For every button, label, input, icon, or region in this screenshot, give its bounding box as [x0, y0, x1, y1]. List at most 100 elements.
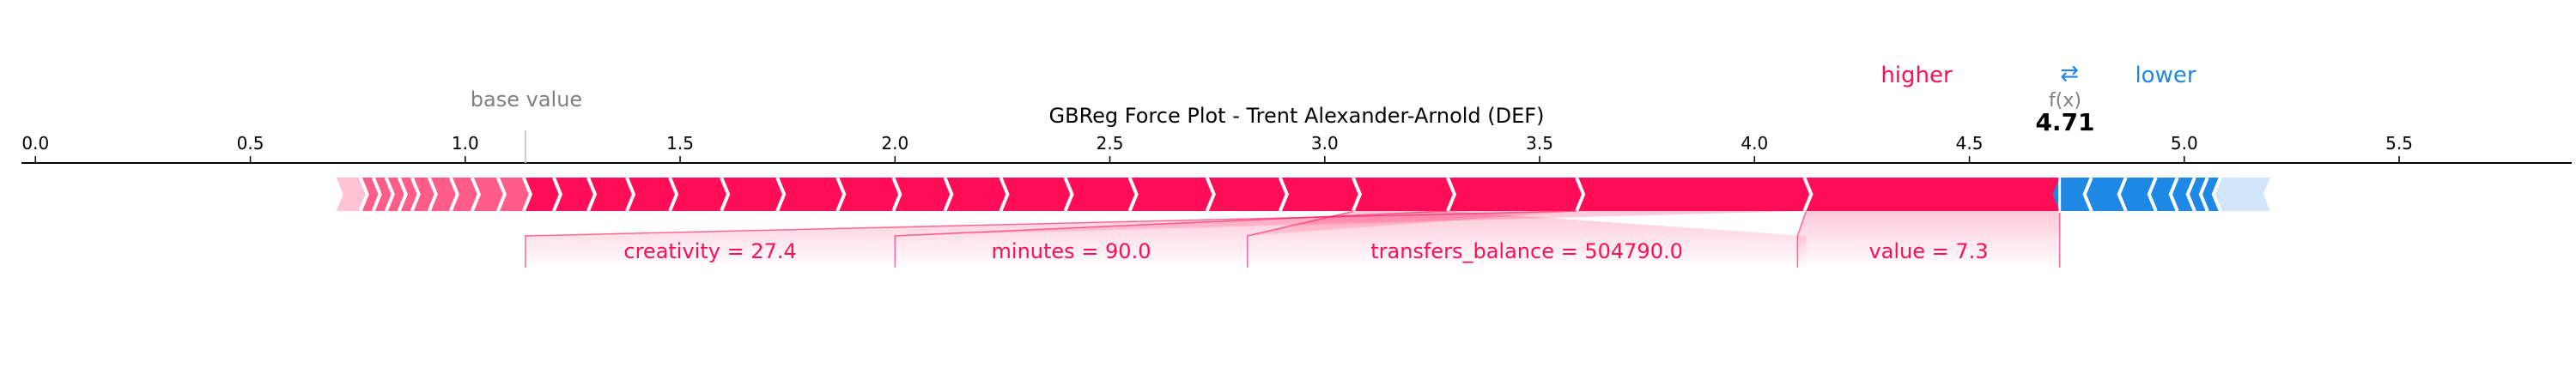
feature-connector [894, 210, 1449, 268]
positive-segment [473, 178, 507, 211]
segment-divider [448, 177, 459, 212]
x-tick-label: 3.0 [1311, 133, 1339, 154]
segment-divider [2117, 177, 2128, 212]
feature-label: transfers_balance = 504790.0 [1370, 239, 1683, 263]
negative-segment [2211, 178, 2270, 211]
segment-divider [1127, 177, 1139, 212]
positive-segment [555, 178, 597, 211]
negative-segment [2147, 178, 2176, 211]
negative-segment [2117, 178, 2154, 211]
negative-segment [2052, 178, 2090, 211]
x-tick-label: 0.5 [237, 133, 264, 154]
force-bar [336, 176, 2270, 213]
segment-divider [1278, 177, 1289, 212]
feature-fades [525, 210, 2061, 268]
positive-segment [1578, 178, 1814, 211]
positive-segment [1131, 178, 1216, 211]
segment-divider [495, 177, 507, 212]
segment-divider [1575, 177, 1586, 212]
positive-segment [1208, 178, 1289, 211]
x-axis: 0.0 0.5 1.0 1.5 2.0 2.5 3.0 3.5 4.0 4.5 5.0 5.5 [21, 130, 2572, 164]
segment-divider [397, 177, 408, 212]
positive-segment [1066, 178, 1139, 211]
feature-label: minutes = 90.0 [992, 239, 1151, 263]
segment-divider [1446, 177, 1457, 212]
segment-divider [943, 177, 954, 212]
base-value-label: base value [471, 87, 582, 112]
output-value: 4.71 [2035, 108, 2094, 136]
x-tick-label: 3.5 [1526, 133, 1553, 154]
segment-divider [2082, 177, 2093, 212]
segment-divider [2198, 177, 2209, 212]
feature-connector [525, 210, 1579, 268]
x-tick-label: 1.0 [452, 133, 479, 154]
x-tick-label: 4.0 [1741, 133, 1768, 154]
segment-divider [2168, 177, 2179, 212]
positive-segment [839, 178, 902, 211]
legend-higher-label: higher [1880, 63, 1953, 88]
negative-segment [2082, 178, 2124, 211]
segment-divider [2147, 177, 2158, 212]
segment-divider [668, 177, 679, 212]
chart-title: GBReg Force Plot - Trent Alexander-Arnol… [1049, 104, 1545, 128]
feature-connector [1246, 210, 1355, 268]
positive-segment [1449, 178, 1586, 211]
positive-segment [452, 178, 481, 211]
segment-divider [1802, 177, 1814, 212]
segment-divider [470, 177, 481, 212]
legend-lower-label: lower [2135, 63, 2196, 88]
positive-segment [628, 178, 679, 211]
feature-fade [1797, 211, 2060, 268]
segment-divider [552, 177, 563, 212]
segment-divider [586, 177, 598, 212]
segment-divider [775, 177, 787, 212]
positive-segment [779, 178, 847, 211]
segment-divider [410, 177, 421, 212]
segment-divider [2185, 177, 2196, 212]
segment-divider [625, 177, 636, 212]
positive-segment [1806, 178, 2067, 211]
output-label: f(x) [2049, 90, 2081, 112]
feature-fade [895, 211, 1579, 268]
segment-divider [835, 177, 847, 212]
segment-divider [1351, 177, 1362, 212]
segment-divider [522, 177, 533, 212]
positive-segment [946, 178, 1010, 211]
positive-segment [336, 178, 369, 211]
positive-segment [589, 178, 635, 211]
segment-divider [1205, 177, 1216, 212]
swap-arrows-icon: ⇄ [2060, 61, 2079, 87]
positive-segment [525, 178, 562, 211]
segment-divider [358, 177, 369, 212]
feature-fade [525, 211, 1807, 268]
x-tick-label: 0.0 [21, 133, 49, 154]
segment-divider [384, 177, 395, 212]
x-tick-label: 5.5 [2385, 133, 2413, 154]
legend: higher ⇄ lower [1880, 61, 2196, 88]
segment-divider [371, 177, 382, 212]
positive-segment [430, 178, 459, 211]
positive-segment [1002, 178, 1074, 211]
feature-connector [1796, 210, 1807, 268]
positive-segment [1354, 178, 1456, 211]
positive-segment [671, 178, 731, 211]
x-tick-label: 2.0 [881, 133, 908, 154]
x-tick-label: 2.5 [1097, 133, 1124, 154]
segment-divider [999, 177, 1010, 212]
segment-divider [2211, 177, 2222, 212]
positive-segment [499, 178, 532, 211]
x-tick-label: 4.5 [1956, 133, 1984, 154]
feature-label: value = 7.3 [1868, 239, 1988, 263]
segment-divider [720, 177, 731, 212]
x-tick-label: 5.0 [2171, 133, 2198, 154]
feature-labels: creativity = 27.4 minutes = 90.0 transfers… [623, 239, 1988, 263]
positive-segment [723, 178, 787, 211]
feature-fade [1247, 211, 1807, 268]
segment-divider [1063, 177, 1074, 212]
positive-segment [1281, 178, 1362, 211]
x-tick-label: 1.5 [666, 133, 694, 154]
positive-segment [895, 178, 954, 211]
segment-divider [427, 177, 438, 212]
feature-label: creativity = 27.4 [623, 239, 796, 263]
